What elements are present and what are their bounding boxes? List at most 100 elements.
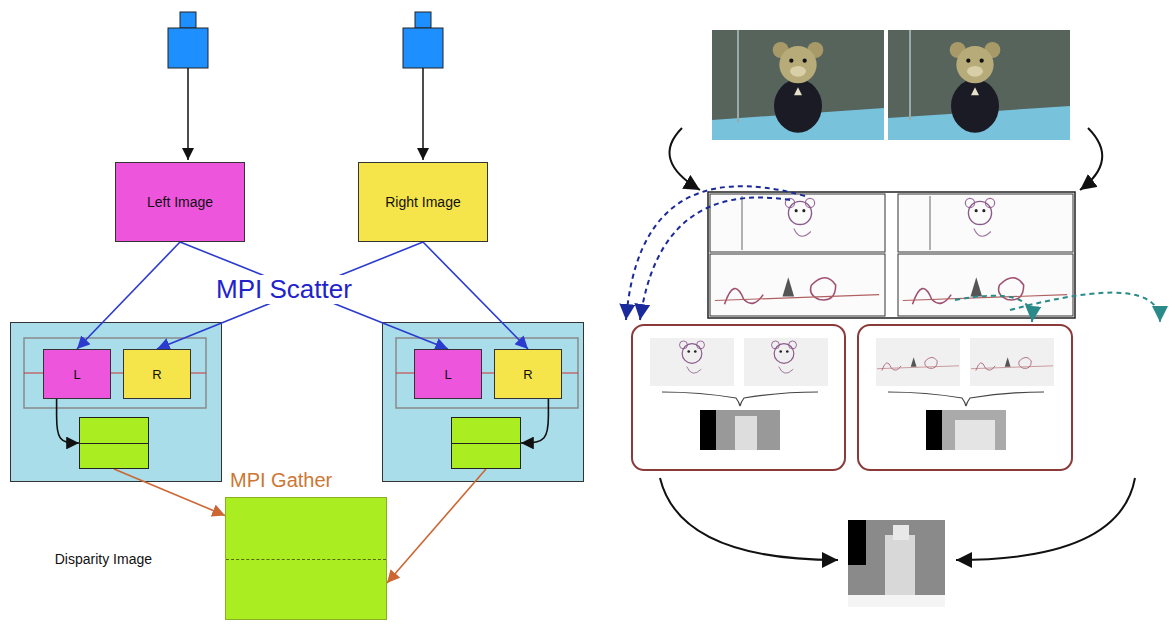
rounded-frame xyxy=(632,325,845,470)
flow-arrow xyxy=(956,478,1135,560)
bear-figure xyxy=(773,42,824,133)
image-thumb xyxy=(744,338,828,386)
result-image xyxy=(848,520,945,607)
edge-shapes xyxy=(877,357,959,371)
dashed-arrow xyxy=(1010,293,1160,322)
disparity-thumb xyxy=(926,410,1006,450)
bear-sketch xyxy=(965,198,994,236)
result-shadow xyxy=(848,520,866,565)
image-box: Left Image xyxy=(115,162,245,242)
process-label: MPI Gather xyxy=(226,469,336,491)
box-label: Left Image xyxy=(147,194,213,210)
disparity-image: Disparity Image xyxy=(225,497,387,620)
result-shape xyxy=(885,535,915,595)
edge-image xyxy=(898,194,1073,252)
image-box: R xyxy=(494,349,562,399)
connector-arrow xyxy=(387,469,486,583)
image-box: L xyxy=(43,349,111,399)
connector-arrow xyxy=(521,399,548,443)
result-floor xyxy=(848,595,945,607)
result-shape xyxy=(893,525,909,540)
dashed-arrow xyxy=(955,296,1032,322)
camera-wire xyxy=(187,68,189,160)
image-thumb xyxy=(876,338,960,386)
camera-body xyxy=(168,28,208,68)
sketch-line xyxy=(929,196,931,250)
image-panel xyxy=(710,254,885,316)
epipolar-line xyxy=(396,372,578,373)
camera-body xyxy=(403,28,443,68)
dashed-arrow xyxy=(626,186,805,320)
result-block xyxy=(451,417,521,469)
box-label: Right Image xyxy=(385,194,460,210)
result-block xyxy=(79,417,149,469)
epipolar-line xyxy=(24,372,206,373)
image-box: Right Image xyxy=(358,162,488,242)
disparity-thumb xyxy=(926,410,942,450)
image-panel xyxy=(710,194,885,252)
bear-figure xyxy=(950,42,1001,133)
image-thumb xyxy=(650,338,734,386)
divider-line xyxy=(80,443,148,444)
connector-arrow xyxy=(77,242,180,349)
image-box: R xyxy=(123,349,191,399)
camera-icon xyxy=(168,12,208,160)
photo-pole xyxy=(737,30,739,122)
connector-arrow xyxy=(423,242,528,349)
stereo-photo xyxy=(888,30,1070,140)
edge-image xyxy=(710,194,885,252)
photo-ground xyxy=(712,30,884,140)
brace xyxy=(888,392,1044,406)
dashed-arrow xyxy=(640,198,790,321)
photo-ground xyxy=(888,30,1070,140)
process-panel xyxy=(858,325,1072,470)
pair-outline xyxy=(24,338,206,408)
edge-shapes xyxy=(903,277,1067,304)
photo-pole xyxy=(909,30,911,120)
disparity-thumb xyxy=(735,416,757,450)
divider-line xyxy=(226,559,386,560)
image-box: L xyxy=(414,349,482,399)
divider-line xyxy=(452,443,520,444)
box-label: L xyxy=(73,367,80,382)
box-label: R xyxy=(523,367,532,382)
image-thumb xyxy=(970,338,1054,386)
connector-arrow xyxy=(114,469,225,515)
bear-sketch xyxy=(680,341,705,373)
bear-sketch xyxy=(785,198,814,236)
edge-shapes xyxy=(971,357,1053,371)
connector-arrow xyxy=(180,242,448,349)
disparity-thumb xyxy=(700,410,780,450)
box-label: Disparity Image xyxy=(55,551,152,567)
camera-wire xyxy=(422,68,424,160)
disparity-thumb xyxy=(955,420,995,450)
box-label: L xyxy=(444,367,451,382)
process-panel: LR xyxy=(10,322,222,482)
pair-outline xyxy=(396,338,578,408)
flow-arrow xyxy=(1080,128,1102,190)
image-panel xyxy=(898,254,1073,316)
camera-lens xyxy=(180,12,196,28)
label-holder: Disparity Image xyxy=(55,498,152,619)
flow-arrow xyxy=(660,478,838,560)
camera-icon xyxy=(403,12,443,160)
image-panel xyxy=(898,194,1073,252)
rounded-frame xyxy=(858,325,1072,470)
result-ground xyxy=(848,520,945,607)
flow-arrow xyxy=(670,128,700,190)
brace xyxy=(662,392,818,406)
process-label: MPI Scatter xyxy=(212,275,356,304)
bear-sketch xyxy=(772,341,797,373)
connector-arrow xyxy=(157,242,423,349)
sketch-line xyxy=(741,196,743,250)
edge-image xyxy=(898,254,1073,316)
process-panel xyxy=(632,325,845,470)
connector-arrow xyxy=(57,399,79,443)
process-panel: LR xyxy=(382,322,584,482)
stereo-photo xyxy=(712,30,884,140)
camera-lens xyxy=(415,12,431,28)
disparity-thumb xyxy=(700,410,716,450)
